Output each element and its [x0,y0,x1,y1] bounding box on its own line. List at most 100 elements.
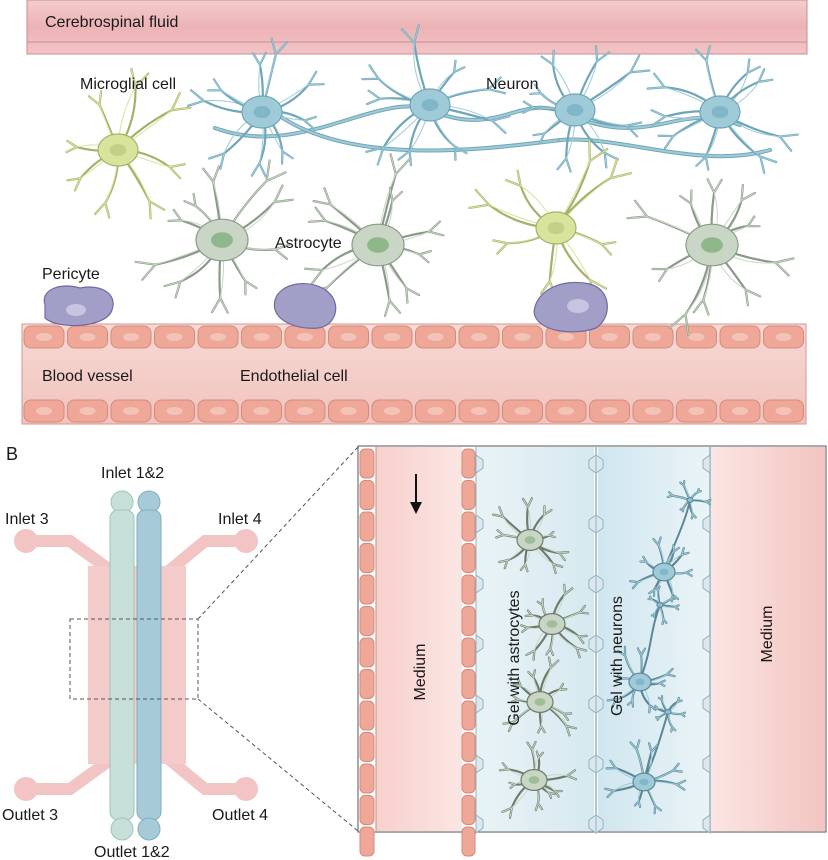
label-astrocyte: Astrocyte [275,235,342,252]
channel-pillar [702,814,711,834]
pericyte-1-nucleus [66,304,86,316]
channel-pillar [702,454,711,474]
endothelial-nucleus [471,333,487,341]
zoom-astrocyte-cell [520,583,590,661]
endothelial-nucleus [166,407,183,415]
zoom-endothelial-cell [359,606,375,636]
label-blood-vessel: Blood vessel [42,368,133,385]
zoom-astrocyte-cell-nucleus [528,776,540,784]
endothelial-row-top [23,325,804,349]
endothelial-nucleus [732,333,748,341]
label-medium-left: Medium [412,644,429,701]
panel-letter-b: B [6,444,18,464]
channel-pillars [475,454,711,834]
label-gel-astrocytes: Gel with astrocytes [506,590,523,725]
zoom-neuron-cell-nucleus [659,568,669,576]
zoom-neuron-terminal [653,695,687,733]
endothelial-nucleus [340,333,357,341]
endothelial-nucleus [166,333,183,341]
endothelial-nucleus [384,407,400,415]
label-microglial-cell: Microglial cell [80,76,176,93]
chip-channel-1 [109,509,135,821]
zoom-region-box [69,618,199,700]
zoom-astrocyte-cell [502,656,578,737]
channel-pillar [595,514,604,534]
zoom-endothelial-cell [359,480,375,510]
inlet-3-port [14,529,38,553]
inlet-4-port [234,529,258,553]
astrocyte-group [134,153,795,337]
outlet-2-port [137,817,161,841]
channel-pillar [595,454,604,474]
medium-right-channel [710,447,825,831]
zoom-astrocyte-cell [491,497,570,575]
endothelial-nucleus [297,407,313,415]
astrocyte-cell-nucleus [367,237,389,253]
endothelial-nucleus [210,407,226,415]
astrocyte-cell [304,153,445,317]
zoom-neuron-terminal [666,479,712,520]
zoom-neuron-cell [604,739,687,815]
zoom-endothelial-cell [461,700,476,731]
zoom-neurons [604,479,712,815]
neuron-cell-nucleus [711,106,729,118]
channel-pillar [475,814,484,834]
channel-pillar [702,754,711,774]
neuron-network [186,24,799,178]
neuron-cell-nucleus [421,99,439,111]
channel-pillar [595,754,604,774]
endothelial-nucleus [601,333,618,341]
label-csf: Cerebrospinal fluid [45,14,178,31]
endothelial-nucleus [471,407,487,415]
pericyte-group [43,281,608,333]
astrocyte-cell [134,159,294,314]
label-outlet-4: Outlet 4 [212,807,268,824]
channel-pillar [702,634,711,654]
label-gel-neurons: Gel with neurons [609,596,626,716]
pericyte-3-nucleus [567,299,589,313]
endothelial-nucleus [775,333,792,341]
endothelial-nucleus [36,407,52,415]
zoom-endothelium-left [359,447,377,857]
channel-pillar [595,694,604,714]
zoom-neuron-cell [629,536,693,603]
outlet-1-port [110,817,134,841]
zoom-endothelial-cell [461,606,476,636]
channel-pillar [702,514,711,534]
channel-pillar [595,634,604,654]
zoom-endothelial-cell [461,543,476,573]
endothelial-nucleus [210,333,226,341]
endothelial-nucleus [514,333,531,341]
channel-pillar [475,514,484,534]
zoom-endothelial-cell [359,574,375,605]
zoom-endothelial-cell [461,448,476,479]
endothelial-nucleus [123,333,139,341]
zoom-astrocyte-cell-nucleus [524,536,536,544]
label-endothelial-cell: Endothelial cell [240,368,348,385]
label-pericyte: Pericyte [42,266,100,283]
endothelial-nucleus [253,333,270,341]
microglial-cell [468,138,632,299]
endothelial-nucleus [123,407,139,415]
channel-pillar [475,694,484,714]
endothelial-row-bottom [23,399,804,423]
zoom-astrocytes [491,497,590,819]
pericyte-2 [273,283,337,329]
medium-left-channel [376,447,462,831]
endothelial-nucleus [297,333,313,341]
zoom-neuron-terminal [647,585,680,626]
channel-pillar [475,574,484,594]
endothelial-nucleus [645,407,661,415]
panel-a: Cerebrospinal fluid Microglial cell Neur… [21,0,808,425]
microglial-cell [65,67,192,220]
neuron-cell-nucleus [566,104,584,116]
zoom-endothelial-cell [359,637,375,668]
label-outlet-3: Outlet 3 [2,807,58,824]
zoom-endothelial-cell [359,511,375,542]
neuron-cell [646,44,799,175]
endothelial-nucleus [688,333,705,341]
zoom-endothelial-cell [461,826,476,857]
channel-pillar [475,634,484,654]
endothelial-nucleus [36,333,52,341]
